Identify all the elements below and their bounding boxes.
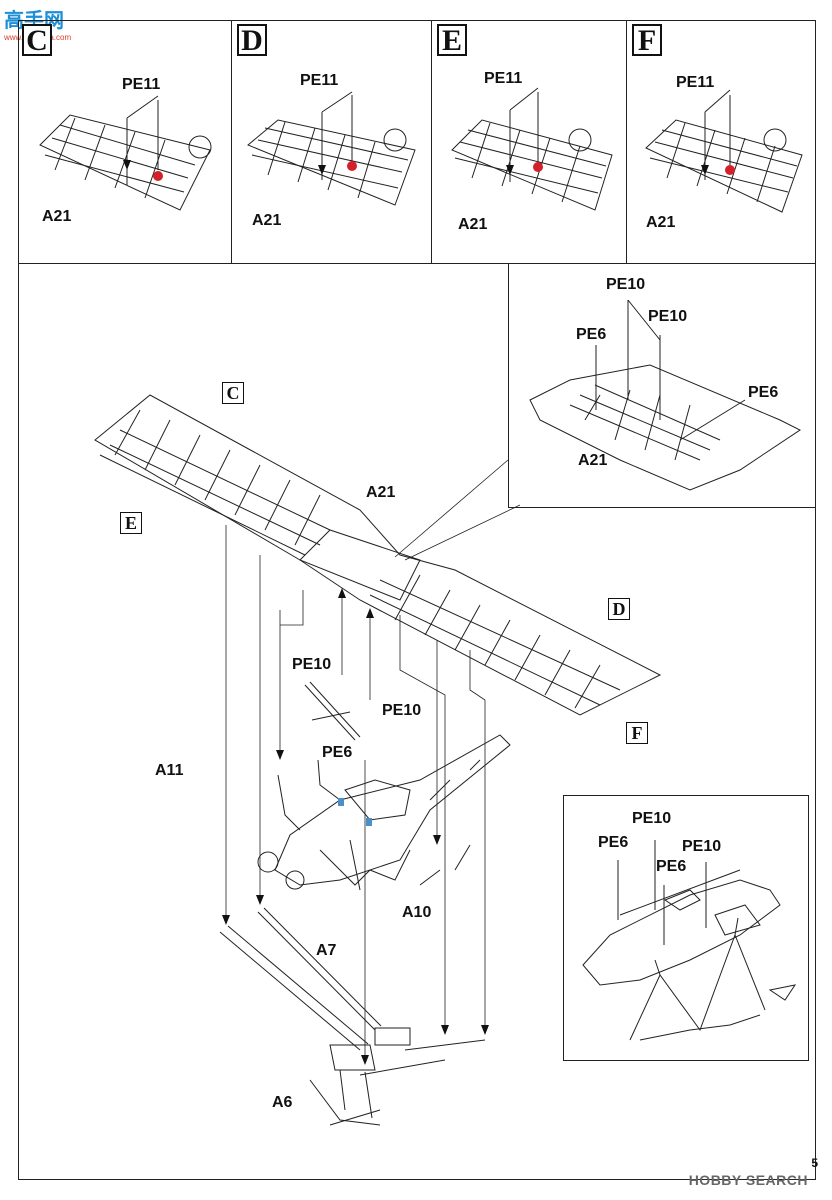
fuselage	[257, 734, 511, 891]
detail-top-pe10-a: PE10	[606, 276, 646, 293]
panel-f-letter: F	[632, 24, 662, 56]
landing-gear	[219, 907, 486, 1126]
detail-top-pe6-a: PE6	[576, 326, 607, 343]
main-a11: A11	[155, 762, 184, 779]
callout-c: C	[222, 382, 244, 404]
panel-d-letter: D	[237, 24, 267, 56]
main-pe10-right: PE10	[382, 702, 422, 719]
detail-top-wing	[529, 299, 801, 491]
detail-bottom-pe6-a: PE6	[598, 834, 629, 851]
panel-d-pe11: PE11	[300, 72, 339, 89]
panel-e-letter: E	[437, 24, 467, 56]
main-pe10-left: PE10	[292, 656, 332, 673]
detail-bottom-pe10-a: PE10	[632, 810, 672, 827]
callout-f: F	[626, 722, 648, 744]
detail-top-frame	[508, 263, 816, 508]
detail-top-a21: A21	[578, 452, 608, 469]
panel-d-wing	[247, 91, 416, 206]
panel-f-wing	[645, 89, 803, 213]
panel-c-wing	[39, 95, 212, 211]
detail-top-pe10-b: PE10	[648, 308, 688, 325]
highlight-marks	[153, 161, 735, 181]
main-frame	[18, 263, 816, 1180]
main-a6: A6	[272, 1094, 293, 1111]
detail-bottom-pe6-b: PE6	[656, 858, 687, 875]
arrow-heads	[123, 160, 709, 1065]
main-a10: A10	[402, 904, 432, 921]
guide-lines	[225, 459, 521, 1060]
struts	[277, 759, 471, 886]
detail-bottom-drawing	[582, 840, 797, 1041]
panel-e-a21: A21	[458, 216, 488, 233]
panel-c-pe11: PE11	[122, 76, 161, 93]
panel-c-letter: C	[22, 24, 52, 56]
propeller	[304, 681, 361, 741]
detail-top-pe6-b: PE6	[748, 384, 779, 401]
panel-c-a21: A21	[42, 208, 72, 225]
panel-f-pe11: PE11	[676, 74, 715, 91]
main-pe6: PE6	[322, 744, 353, 761]
callout-e: E	[120, 512, 142, 534]
blue-parts	[338, 798, 372, 826]
panel-d-a21: A21	[252, 212, 282, 229]
watermark: HOBBY SEARCH	[688, 1172, 808, 1188]
panel-f-a21: A21	[646, 214, 676, 231]
main-wing	[94, 394, 662, 716]
panel-e-pe11: PE11	[484, 70, 523, 87]
page-number: 5	[811, 1156, 818, 1170]
callout-d: D	[608, 598, 630, 620]
main-a21: A21	[366, 484, 396, 501]
detail-bottom-pe10-b: PE10	[682, 838, 722, 855]
main-a7: A7	[316, 942, 337, 959]
panel-e-wing	[451, 87, 613, 211]
detail-bottom-frame	[563, 795, 809, 1061]
